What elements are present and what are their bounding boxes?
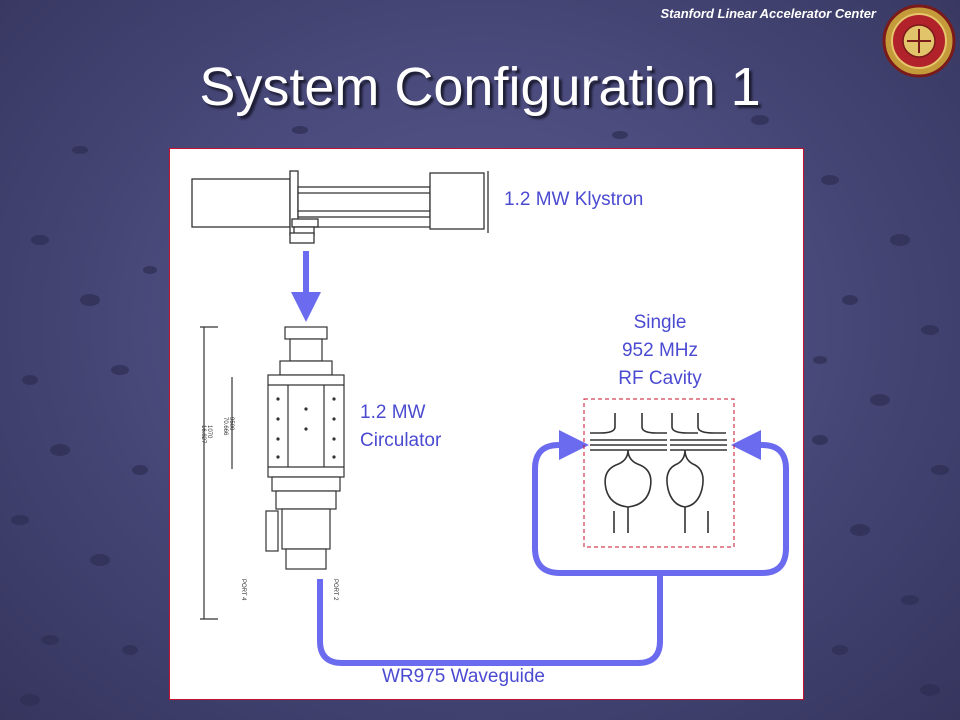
cavity-label-line3: RF Cavity: [618, 368, 702, 389]
cavity-cells: [590, 413, 727, 533]
cavity-feed-left: [532, 430, 660, 576]
cavity-label-line2: 952 MHz: [621, 340, 699, 361]
port-2-label: PORT 2: [332, 579, 338, 601]
klystron-label: 1.2 MW Klystron: [504, 189, 644, 210]
dimension-label-4: 16.827: [200, 425, 206, 444]
circulator-label-line2: Circulator: [360, 430, 442, 451]
circulator-label-line1: 1.2 MW: [360, 402, 426, 423]
waveguide-label: WR975 Waveguide: [382, 666, 545, 687]
waveguide-line: [317, 573, 663, 666]
circulator-drawing: [200, 326, 345, 620]
dimension-label-3: 1070: [206, 425, 212, 439]
organization-name: Stanford Linear Accelerator Center: [660, 6, 876, 21]
cavity-feed-right: [660, 430, 789, 576]
cavity-label: Single 952 MHz RF Cavity: [590, 309, 730, 393]
diagram-panel: 9500 70.666 1070 16.827 PORT 4 PORT 2: [169, 148, 804, 700]
port-4-label: PORT 4: [240, 579, 246, 601]
dimension-label-1: 9500: [228, 417, 234, 431]
cavity-label-line1: Single: [633, 312, 687, 333]
circulator-label: 1.2 MW Circulator: [360, 399, 441, 455]
slac-seal-logo: [882, 4, 956, 78]
page-title: System Configuration 1: [199, 57, 761, 117]
dimension-label-2: 70.666: [222, 417, 228, 436]
cavity-outline: [583, 398, 735, 548]
klystron-drawing: [191, 170, 489, 244]
